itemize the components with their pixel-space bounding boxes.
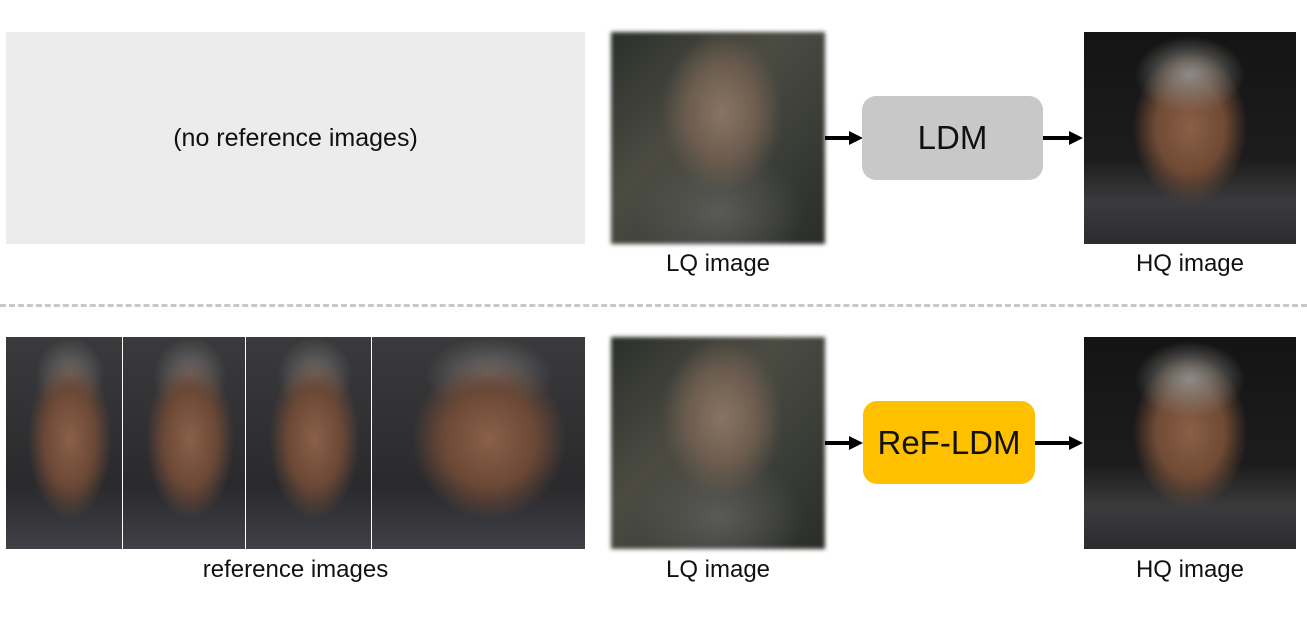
reference-image bbox=[246, 337, 372, 549]
arrow-right-icon bbox=[1035, 436, 1083, 450]
arrow-right-icon bbox=[825, 131, 863, 145]
no-reference-placeholder: (no reference images) bbox=[6, 32, 585, 244]
arrow-right-icon bbox=[825, 436, 863, 450]
hq-caption-top: HQ image bbox=[1135, 250, 1245, 277]
arrow-right-icon bbox=[1043, 131, 1083, 145]
row-divider bbox=[0, 304, 1307, 307]
lq-image-top bbox=[611, 32, 825, 244]
lq-caption-top: LQ image bbox=[665, 250, 771, 277]
reference-image bbox=[123, 337, 246, 549]
refldm-model-box: ReF-LDM bbox=[863, 401, 1035, 484]
no-reference-text: (no reference images) bbox=[173, 123, 418, 152]
reference-image bbox=[6, 337, 123, 549]
lq-caption-bottom: LQ image bbox=[665, 556, 771, 583]
hq-image-top bbox=[1084, 32, 1296, 244]
reference-caption: reference images bbox=[202, 556, 389, 583]
hq-image-bottom bbox=[1084, 337, 1296, 549]
ldm-model-label: LDM bbox=[917, 119, 988, 156]
lq-image-bottom bbox=[611, 337, 825, 549]
reference-image bbox=[372, 337, 585, 549]
ldm-model-box: LDM bbox=[862, 96, 1043, 180]
reference-images-strip bbox=[6, 337, 585, 549]
hq-caption-bottom: HQ image bbox=[1135, 556, 1245, 583]
refldm-model-label: ReF-LDM bbox=[877, 423, 1021, 461]
